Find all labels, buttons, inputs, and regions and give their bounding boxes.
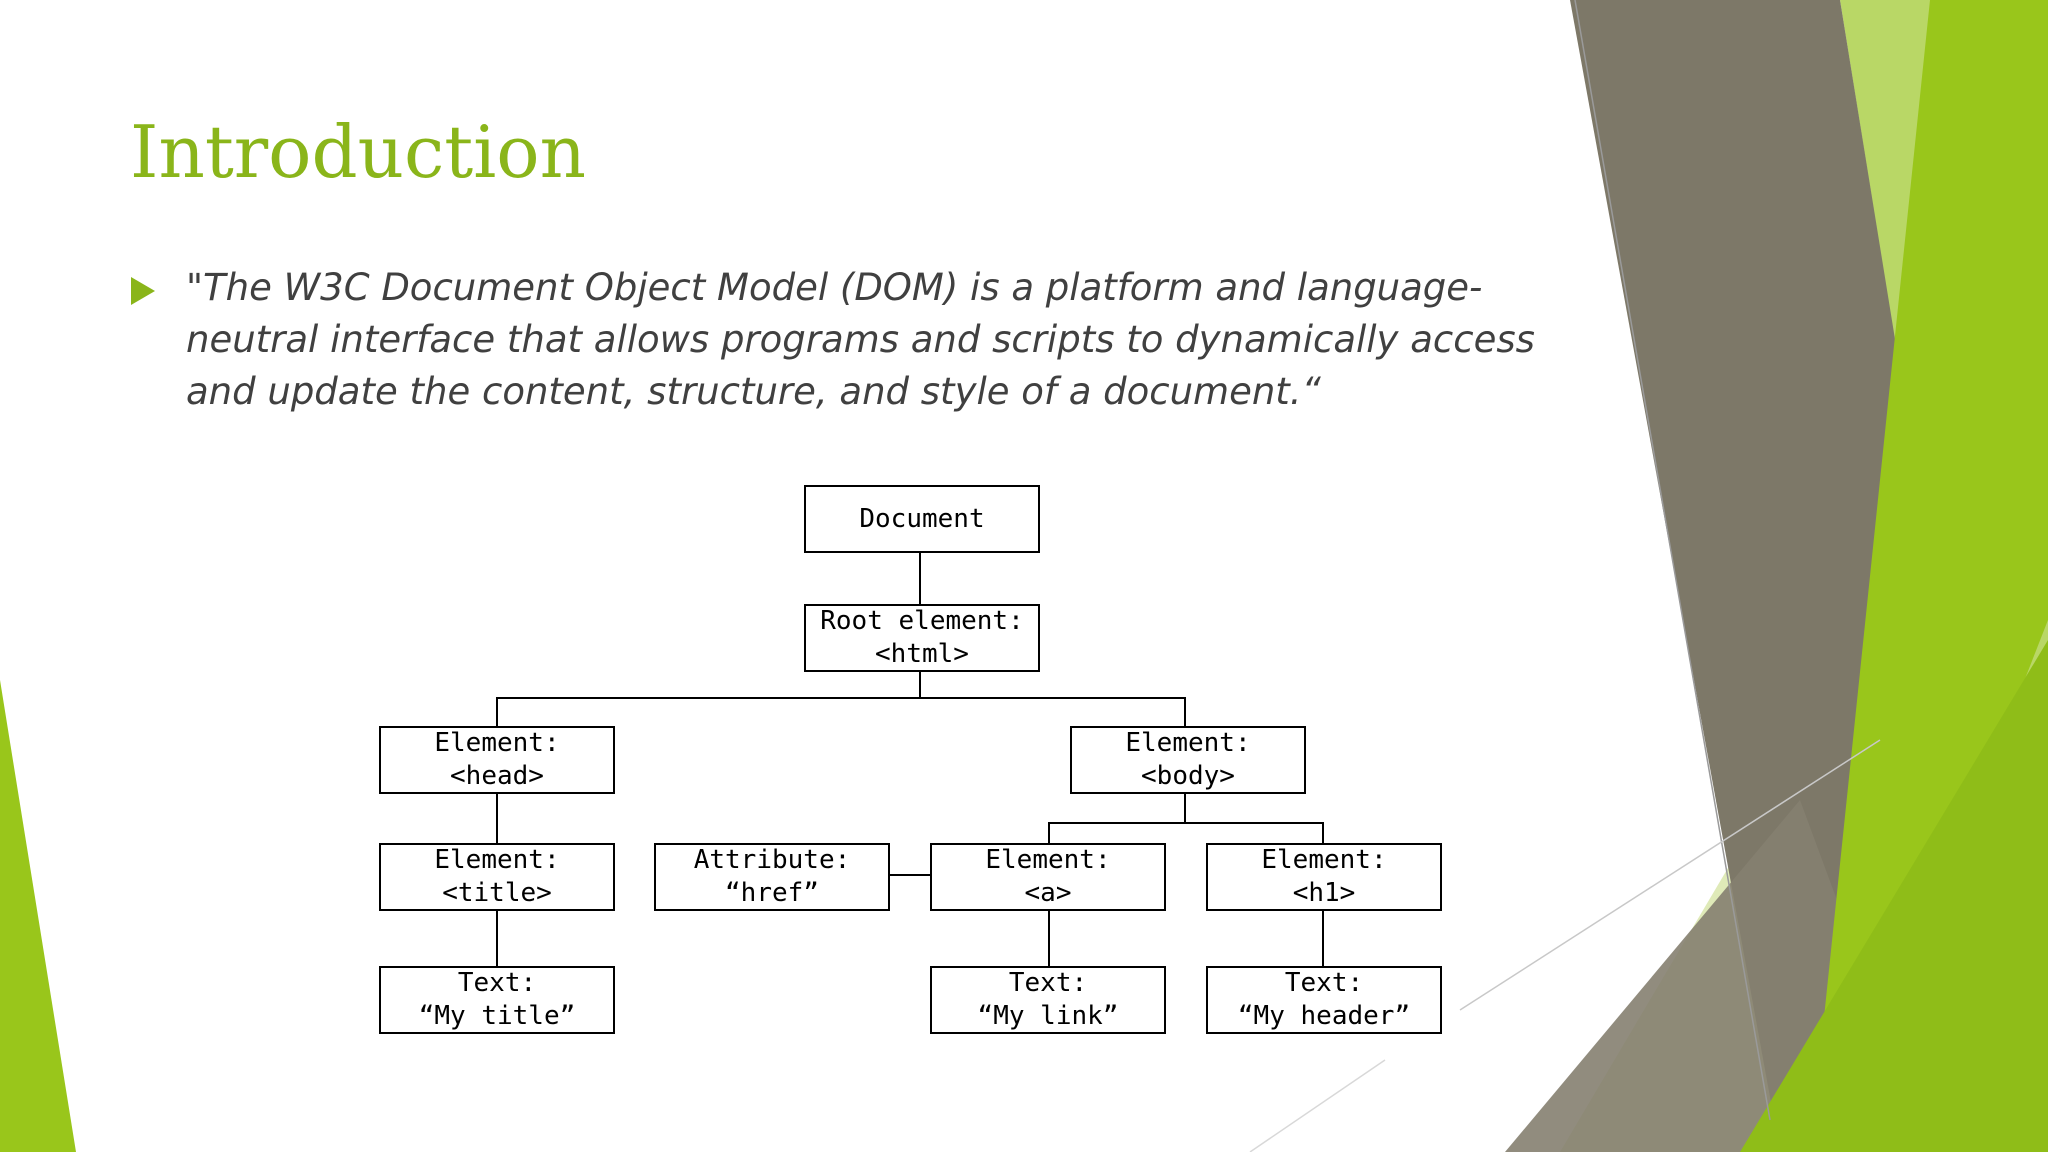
node-text-header-value: “My header” bbox=[1237, 1001, 1411, 1031]
node-title-label: Element: bbox=[434, 845, 560, 875]
node-body: Element: <body> bbox=[1070, 726, 1306, 794]
link-to-head bbox=[496, 697, 498, 728]
link-to-body bbox=[1184, 697, 1186, 728]
left-lime-shape bbox=[0, 680, 76, 1152]
link-body-down bbox=[1184, 792, 1186, 824]
node-text-title-label: Text: bbox=[457, 968, 537, 998]
node-attribute-href: Attribute: “href” bbox=[654, 843, 890, 911]
dom-definition-quote: "The W3C Document Object Model (DOM) is … bbox=[186, 266, 1535, 413]
link-to-a bbox=[1048, 822, 1050, 845]
link-root-down bbox=[919, 671, 921, 699]
node-text-header-label: Text: bbox=[1284, 968, 1364, 998]
link-root-children bbox=[496, 697, 1186, 699]
node-body-tag: <body> bbox=[1141, 761, 1235, 791]
link-head-title bbox=[496, 792, 498, 845]
node-document: Document bbox=[804, 485, 1040, 553]
node-a-label: Element: bbox=[985, 845, 1111, 875]
node-text-link-value: “My link” bbox=[977, 1001, 1119, 1031]
thin-line-1 bbox=[1574, 0, 1771, 1121]
node-h1-label: Element: bbox=[1261, 845, 1387, 875]
node-document-label: Document bbox=[859, 503, 985, 534]
bullet-arrow-icon bbox=[131, 277, 155, 305]
link-h1-text bbox=[1322, 909, 1324, 966]
node-text-title-value: “My title” bbox=[418, 1001, 576, 1031]
node-a: Element: <a> bbox=[930, 843, 1166, 911]
node-text-link-label: Text: bbox=[1008, 968, 1088, 998]
thin-line-3 bbox=[1249, 1059, 1386, 1152]
node-head: Element: <head> bbox=[379, 726, 615, 794]
node-root-label: Root element: bbox=[820, 606, 1024, 636]
node-root-tag: <html> bbox=[875, 639, 969, 669]
link-attribute-a bbox=[889, 874, 932, 876]
node-attribute-value: “href” bbox=[725, 878, 819, 908]
node-title: Element: <title> bbox=[379, 843, 615, 911]
right-lime-shape bbox=[1810, 0, 2048, 1152]
link-document-root bbox=[919, 552, 921, 604]
link-to-h1 bbox=[1322, 822, 1324, 845]
node-title-tag: <title> bbox=[442, 878, 552, 908]
link-title-text bbox=[496, 909, 498, 966]
node-text-my-header: Text: “My header” bbox=[1206, 966, 1442, 1034]
node-root-html: Root element: <html> bbox=[804, 604, 1040, 672]
slide-title: Introduction bbox=[130, 110, 586, 194]
node-a-tag: <a> bbox=[1024, 878, 1072, 908]
link-body-children bbox=[1048, 822, 1324, 824]
node-text-my-title: Text: “My title” bbox=[379, 966, 615, 1034]
node-head-tag: <head> bbox=[450, 761, 544, 791]
node-head-label: Element: bbox=[434, 728, 560, 758]
node-h1-tag: <h1> bbox=[1292, 878, 1356, 908]
node-attribute-label: Attribute: bbox=[693, 845, 851, 875]
node-body-label: Element: bbox=[1125, 728, 1251, 758]
node-text-my-link: Text: “My link” bbox=[930, 966, 1166, 1034]
link-a-text bbox=[1048, 909, 1050, 966]
thin-line-2 bbox=[1459, 739, 1881, 1011]
lime-corner-shape bbox=[1740, 640, 2048, 1152]
node-h1: Element: <h1> bbox=[1206, 843, 1442, 911]
